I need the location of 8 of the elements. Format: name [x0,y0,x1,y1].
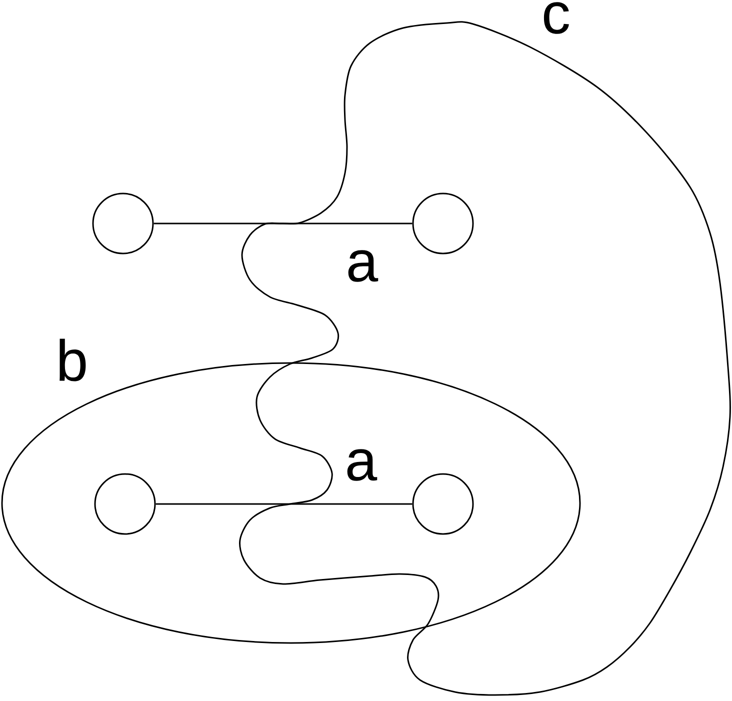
edge-line [156,503,412,505]
circle-node [412,192,474,254]
circle-node [94,473,156,535]
edge-label: a [345,250,379,282]
edge-label: a [344,448,378,482]
circle-node [92,192,154,254]
edge-line [154,222,412,224]
circle-node [412,473,474,535]
